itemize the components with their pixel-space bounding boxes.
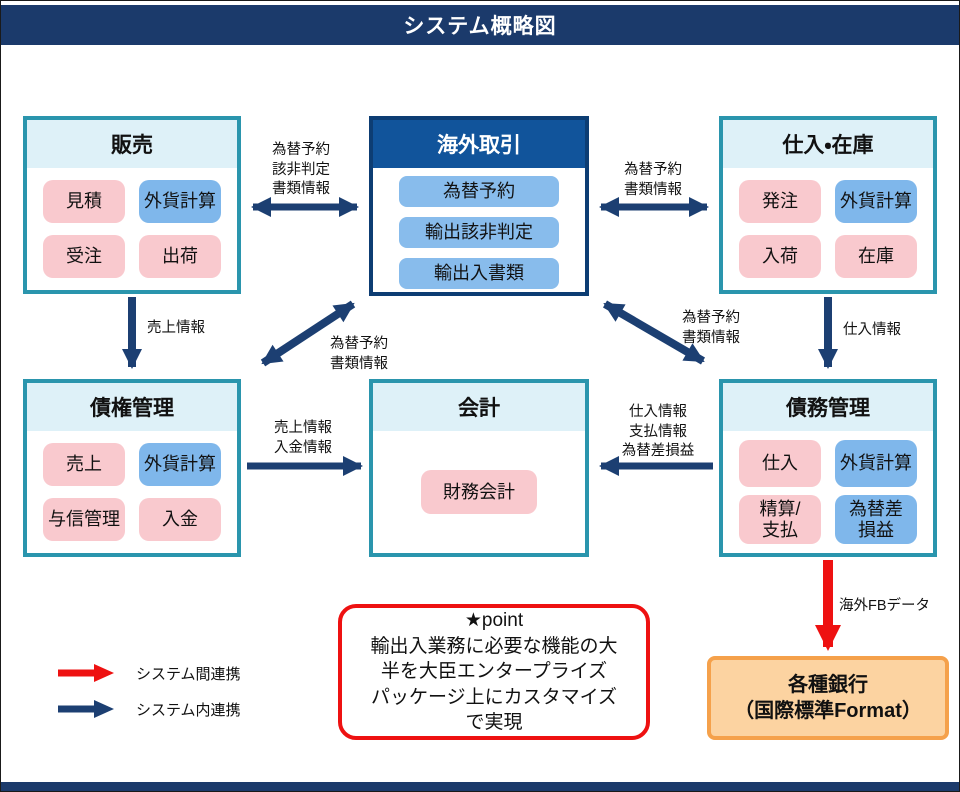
module-payables-body: 仕入 外貨計算 精算/ 支払 為替差 損益 bbox=[723, 431, 933, 553]
red-arrow-icon bbox=[58, 664, 114, 682]
function-pill: 精算/ 支払 bbox=[739, 495, 821, 544]
title-bar: システム概略図 bbox=[1, 5, 959, 45]
module-purchase-body: 発注 外貨計算 入荷 在庫 bbox=[723, 168, 933, 290]
function-pill: 売上 bbox=[43, 443, 125, 486]
label-purchase-payables: 仕入情報 bbox=[843, 322, 901, 338]
footer-bar bbox=[1, 782, 959, 791]
page-title: システム概略図 bbox=[403, 15, 557, 38]
module-receivables-body: 売上 外貨計算 与信管理 入金 bbox=[27, 431, 237, 553]
function-pill: 出荷 bbox=[139, 235, 221, 278]
function-pill: 外貨計算 bbox=[835, 180, 917, 223]
function-pill: 受注 bbox=[43, 235, 125, 278]
navy-arrow-icon bbox=[58, 700, 114, 718]
function-pill: 輸出該非判定 bbox=[399, 217, 559, 248]
legend-intra-system-label: システム内連携 bbox=[136, 701, 241, 719]
label-sales-overseas: 為替予約 該非判定 書類情報 bbox=[272, 142, 330, 198]
module-overseas-title: 海外取引 bbox=[373, 120, 585, 168]
module-sales: 販売 見積 外貨計算 受注 出荷 bbox=[23, 116, 241, 294]
point-callout: ★point 輸出入業務に必要な機能の大 半を大臣エンタープライズ パッケージ上… bbox=[338, 604, 650, 740]
label-payables-bank: 海外FBデータ bbox=[839, 598, 931, 614]
module-purchase-title: 仕入・在庫 bbox=[723, 120, 933, 168]
legend-inter-system-label: システム間連携 bbox=[136, 665, 241, 683]
function-pill: 為替差 損益 bbox=[835, 495, 917, 544]
function-pill: 在庫 bbox=[835, 235, 917, 278]
function-pill: 外貨計算 bbox=[139, 180, 221, 223]
module-receivables: 債権管理 売上 外貨計算 与信管理 入金 bbox=[23, 379, 241, 557]
function-pill: 与信管理 bbox=[43, 498, 125, 541]
legend-intra-system: システム内連携 bbox=[56, 699, 241, 719]
module-payables: 債務管理 仕入 外貨計算 精算/ 支払 為替差 損益 bbox=[719, 379, 937, 557]
label-overseas-payables: 為替予約 書類情報 bbox=[682, 310, 740, 346]
function-pill: 外貨計算 bbox=[139, 443, 221, 486]
function-pill: 外貨計算 bbox=[835, 440, 917, 488]
label-overseas-receivables: 為替予約 書類情報 bbox=[330, 336, 388, 372]
function-pill: 輸出入書類 bbox=[399, 258, 559, 289]
module-accounting-body: 財務会計 bbox=[373, 431, 585, 553]
function-pill: 発注 bbox=[739, 180, 821, 223]
module-receivables-title: 債権管理 bbox=[27, 383, 237, 431]
bank-text: 各種銀行 （国際標準Format） bbox=[734, 674, 922, 722]
module-sales-body: 見積 外貨計算 受注 出荷 bbox=[27, 168, 237, 290]
module-overseas-trade: 海外取引 為替予約 輸出該非判定 輸出入書類 bbox=[369, 116, 589, 296]
function-pill: 入金 bbox=[139, 498, 221, 541]
label-overseas-purchase: 為替予約 書類情報 bbox=[624, 162, 682, 198]
bank-box: 各種銀行 （国際標準Format） bbox=[707, 656, 949, 740]
module-purchase-inventory: 仕入・在庫 発注 外貨計算 入荷 在庫 bbox=[719, 116, 937, 294]
function-pill: 財務会計 bbox=[421, 470, 537, 514]
label-receivables-accounting: 売上情報 入金情報 bbox=[274, 420, 332, 456]
label-payables-accounting: 仕入情報 支払情報 為替差損益 bbox=[621, 404, 695, 460]
function-pill: 入荷 bbox=[739, 235, 821, 278]
module-overseas-body: 為替予約 輸出該非判定 輸出入書類 bbox=[373, 168, 585, 297]
module-payables-title: 債務管理 bbox=[723, 383, 933, 431]
function-pill: 仕入 bbox=[739, 440, 821, 488]
module-sales-title: 販売 bbox=[27, 120, 237, 168]
module-accounting: 会計 財務会計 bbox=[369, 379, 589, 557]
label-sales-receivables: 売上情報 bbox=[147, 320, 205, 336]
point-text: ★point 輸出入業務に必要な機能の大 半を大臣エンタープライズ パッケージ上… bbox=[370, 609, 618, 734]
legend-inter-system: システム間連携 bbox=[56, 663, 241, 683]
function-pill: 為替予約 bbox=[399, 176, 559, 207]
module-accounting-title: 会計 bbox=[373, 383, 585, 431]
function-pill: 見積 bbox=[43, 180, 125, 223]
